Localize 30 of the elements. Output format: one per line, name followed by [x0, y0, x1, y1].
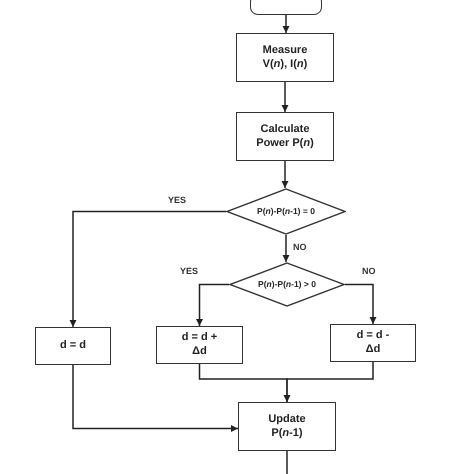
- decision-diamond: [226, 188, 346, 235]
- node-text: P(n)-P(n-1) > 0: [258, 279, 316, 290]
- terminal-box: [250, 0, 322, 15]
- node-text: d = d - Δd: [356, 329, 390, 357]
- process-box: [35, 327, 111, 365]
- arrow: [72, 365, 238, 432]
- arrow: [282, 15, 290, 33]
- arrow: [196, 284, 229, 326]
- process-box: [330, 324, 416, 362]
- process-box: [156, 326, 243, 364]
- node-text: Measure V(n), I(n): [262, 44, 308, 72]
- process-box: [236, 33, 334, 82]
- node-text: Calculate Power P(n): [255, 122, 315, 150]
- process-box: [236, 112, 334, 161]
- arrow: [284, 362, 374, 402]
- node-text: P(n)-P(n-1) = 0: [257, 206, 315, 217]
- process-box: [238, 402, 336, 451]
- arrow: [70, 210, 226, 327]
- edge-label: NO: [362, 266, 376, 276]
- node-text: d = d: [60, 339, 86, 353]
- arrow: [345, 284, 376, 324]
- decision-diamond: [229, 262, 345, 307]
- node-text: d = d + Δd: [180, 331, 218, 359]
- node-text: Update P(n-1): [267, 412, 307, 440]
- arrow: [282, 82, 288, 112]
- edge-label: YES: [180, 266, 198, 276]
- edge-label: NO: [293, 242, 306, 252]
- edge-label: YES: [168, 195, 186, 205]
- arrow: [282, 161, 288, 188]
- arrow: [282, 235, 290, 262]
